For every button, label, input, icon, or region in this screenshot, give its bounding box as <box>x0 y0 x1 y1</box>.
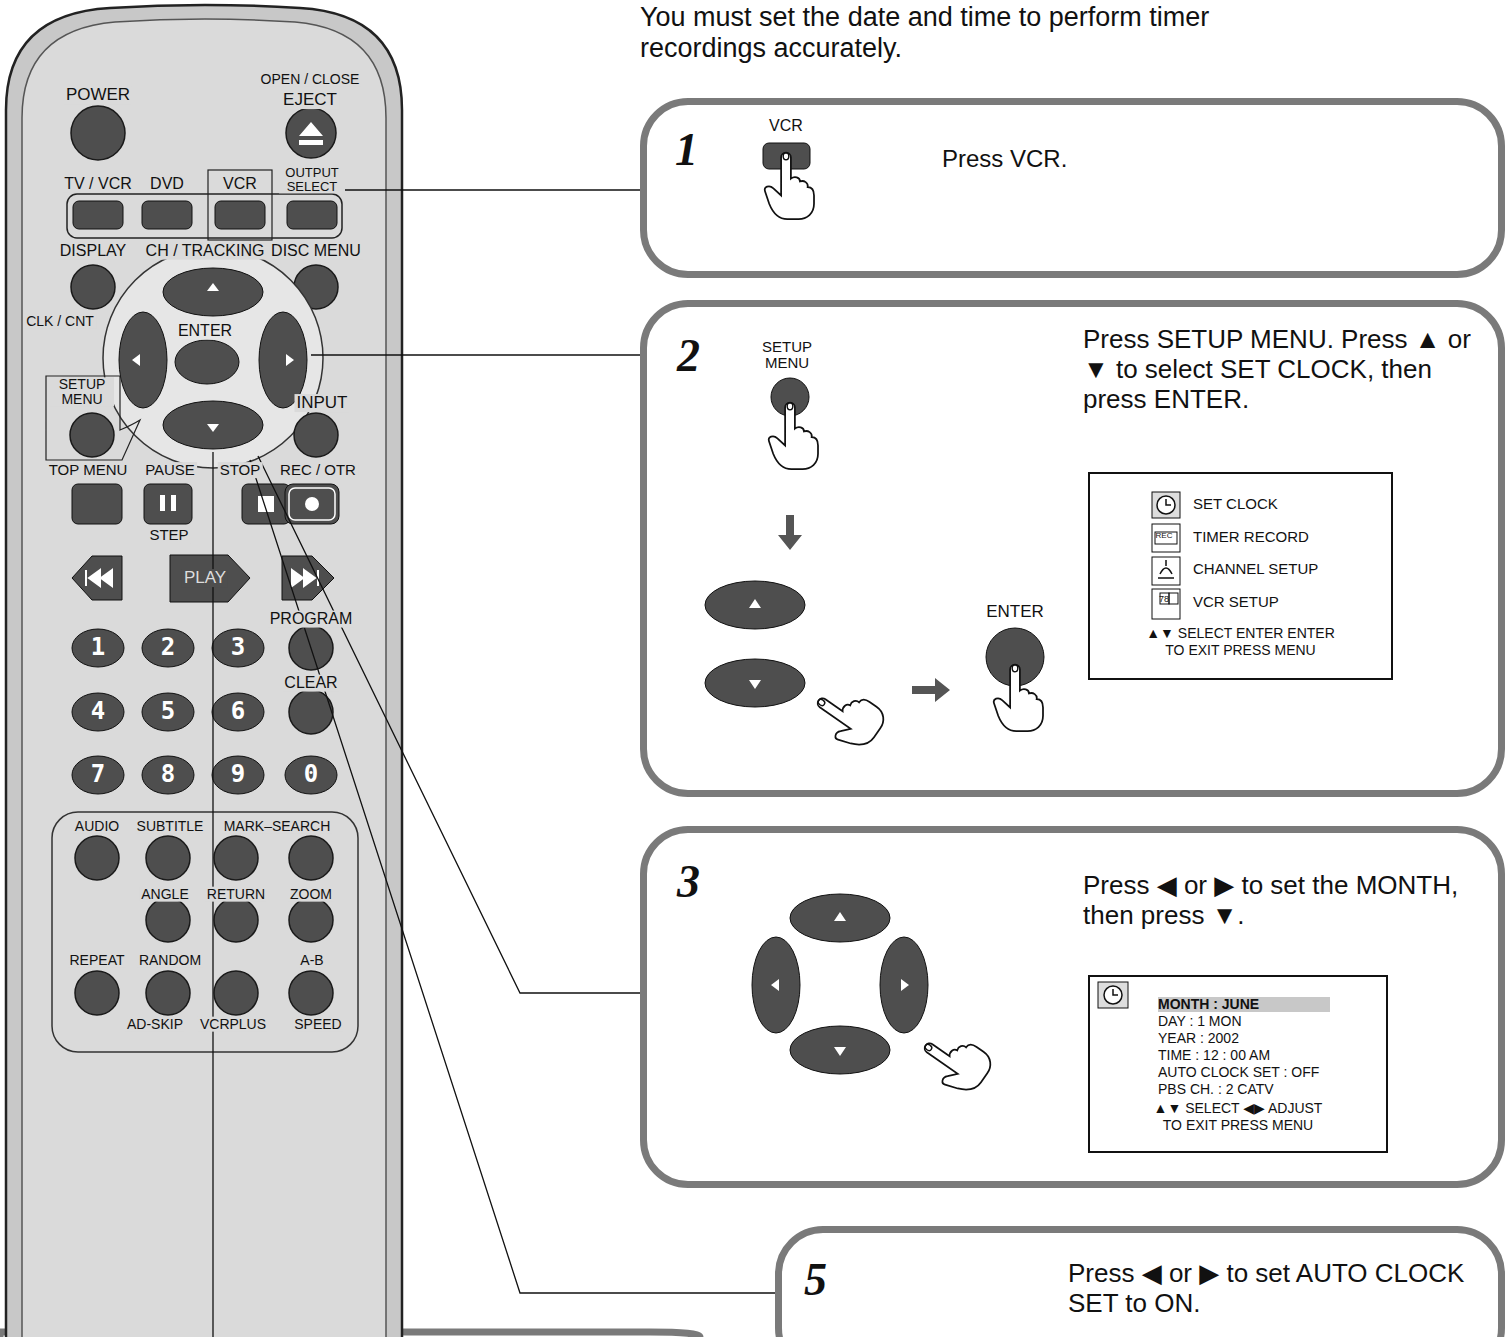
menu-text: MONTH : JUNE <box>1158 997 1330 1012</box>
button-label: DISPLAY <box>58 243 128 260</box>
button-label: CH / TRACKING <box>144 243 267 260</box>
button-label: RETURN <box>205 887 267 902</box>
page-title: You must set the date and time to perfor… <box>640 2 1260 64</box>
button-label: STOP <box>218 462 263 478</box>
screen-display: MONTH : JUNE DAY : 1 MON YEAR : 2002TIME :… <box>1088 975 1388 1153</box>
menu-text: YEAR : 2002 <box>1158 1031 1368 1046</box>
menu-text: TO EXIT PRESS MENU <box>1090 1118 1386 1133</box>
menu-text: ▲▼ SELECT ◀▶ ADJUST <box>1090 1101 1386 1116</box>
button-label: OUTPUT SELECT <box>279 166 345 193</box>
menu-text: TO EXIT PRESS MENU <box>1090 643 1391 658</box>
menu-text: VCR SETUP <box>1193 594 1383 611</box>
button-label: ZOOM <box>288 887 334 902</box>
step-box: 2 Press SETUP MENU. Press ▲ or ▼ to selec… <box>640 300 1505 797</box>
instruction-text: Press ◀ or ▶ to set AUTO CLOCK SET to ON… <box>1068 1259 1468 1319</box>
digit-key: 2 <box>159 635 177 660</box>
button-label: AUDIO <box>73 819 121 834</box>
button-label: SPEED <box>292 1017 343 1032</box>
button-caption: SETUP MENU <box>755 339 819 371</box>
button-label: PAUSE <box>143 462 197 478</box>
instruction-text: Press ◀ or ▶ to set the MONTH, then pres… <box>1083 871 1493 931</box>
digit-key: 0 <box>302 762 320 787</box>
menu-text: SET CLOCK <box>1193 496 1383 513</box>
button-label: POWER <box>64 86 132 104</box>
button-label: PLAY <box>182 569 228 587</box>
button-label: PROGRAM <box>268 611 355 628</box>
button-label: INPUT <box>295 394 350 412</box>
button-label: DISC MENU <box>269 243 363 260</box>
digit-key: 5 <box>159 699 177 724</box>
digit-key: 8 <box>159 762 177 787</box>
button-label: SUBTITLE <box>135 819 206 834</box>
button-caption: 78 <box>1157 595 1171 604</box>
button-label: RANDOM <box>137 953 203 968</box>
menu-text: ▲▼ SELECT ENTER ENTER <box>1090 626 1391 641</box>
step-number: 1 <box>675 123 698 176</box>
button-label: EJECT <box>281 91 339 109</box>
instruction-text: Press SETUP MENU. Press ▲ or ▼ to select… <box>1083 325 1493 415</box>
button-label: ANGLE <box>139 887 190 902</box>
button-label: REPEAT <box>68 953 127 968</box>
digit-key: 1 <box>89 635 107 660</box>
step-box: 5 Press ◀ or ▶ to set AUTO CLOCK SET to O… <box>775 1226 1505 1337</box>
button-label: VCR <box>221 176 259 193</box>
menu-text: PBS CH. : 2 CATV <box>1158 1082 1383 1097</box>
button-label: STEP <box>147 527 190 543</box>
button-label: SETUP MENU <box>50 377 114 406</box>
menu-text: DAY : 1 MON <box>1158 1014 1368 1029</box>
menu-text: TIME : 12 : 00 AM <box>1158 1048 1368 1063</box>
menu-text: TIMER RECORD <box>1193 529 1383 546</box>
button-label: TOP MENU <box>47 462 130 478</box>
button-caption: ENTER <box>984 603 1046 621</box>
button-label: A-B <box>298 953 325 968</box>
menu-text: CHANNEL SETUP <box>1193 561 1383 578</box>
step-number: 5 <box>804 1253 827 1306</box>
digit-key: 3 <box>229 635 247 660</box>
button-caption: VCR <box>767 118 805 135</box>
button-label: CLK / CNT <box>24 314 96 329</box>
step-box: 3 Press ◀ or ▶ to set the MONTH, then pre… <box>640 826 1505 1188</box>
button-label: MARK–SEARCH <box>222 819 333 834</box>
screen-display: SET CLOCK TIMER RECORD CHANNEL SETUP VCR SE… <box>1088 472 1393 680</box>
digit-key: 9 <box>229 762 247 787</box>
button-label: ENTER <box>176 323 234 340</box>
digit-key: 7 <box>89 762 107 787</box>
step-number: 2 <box>677 329 700 382</box>
button-label: AD-SKIP <box>125 1017 185 1032</box>
button-label: DVD <box>148 176 186 193</box>
digit-key: 6 <box>229 699 247 724</box>
button-label: CLEAR <box>282 675 339 692</box>
button-label: OPEN / CLOSE <box>259 72 362 87</box>
menu-text: AUTO CLOCK SET : OFF <box>1158 1065 1383 1080</box>
instruction-text: Press VCR. <box>942 145 1242 173</box>
button-label: REC / OTR <box>278 462 358 478</box>
button-label: VCRPLUS <box>198 1017 268 1032</box>
button-label: TV / VCR <box>62 176 134 193</box>
step-number: 3 <box>677 855 700 908</box>
digit-key: 4 <box>89 699 107 724</box>
button-caption: REC <box>1154 532 1175 540</box>
